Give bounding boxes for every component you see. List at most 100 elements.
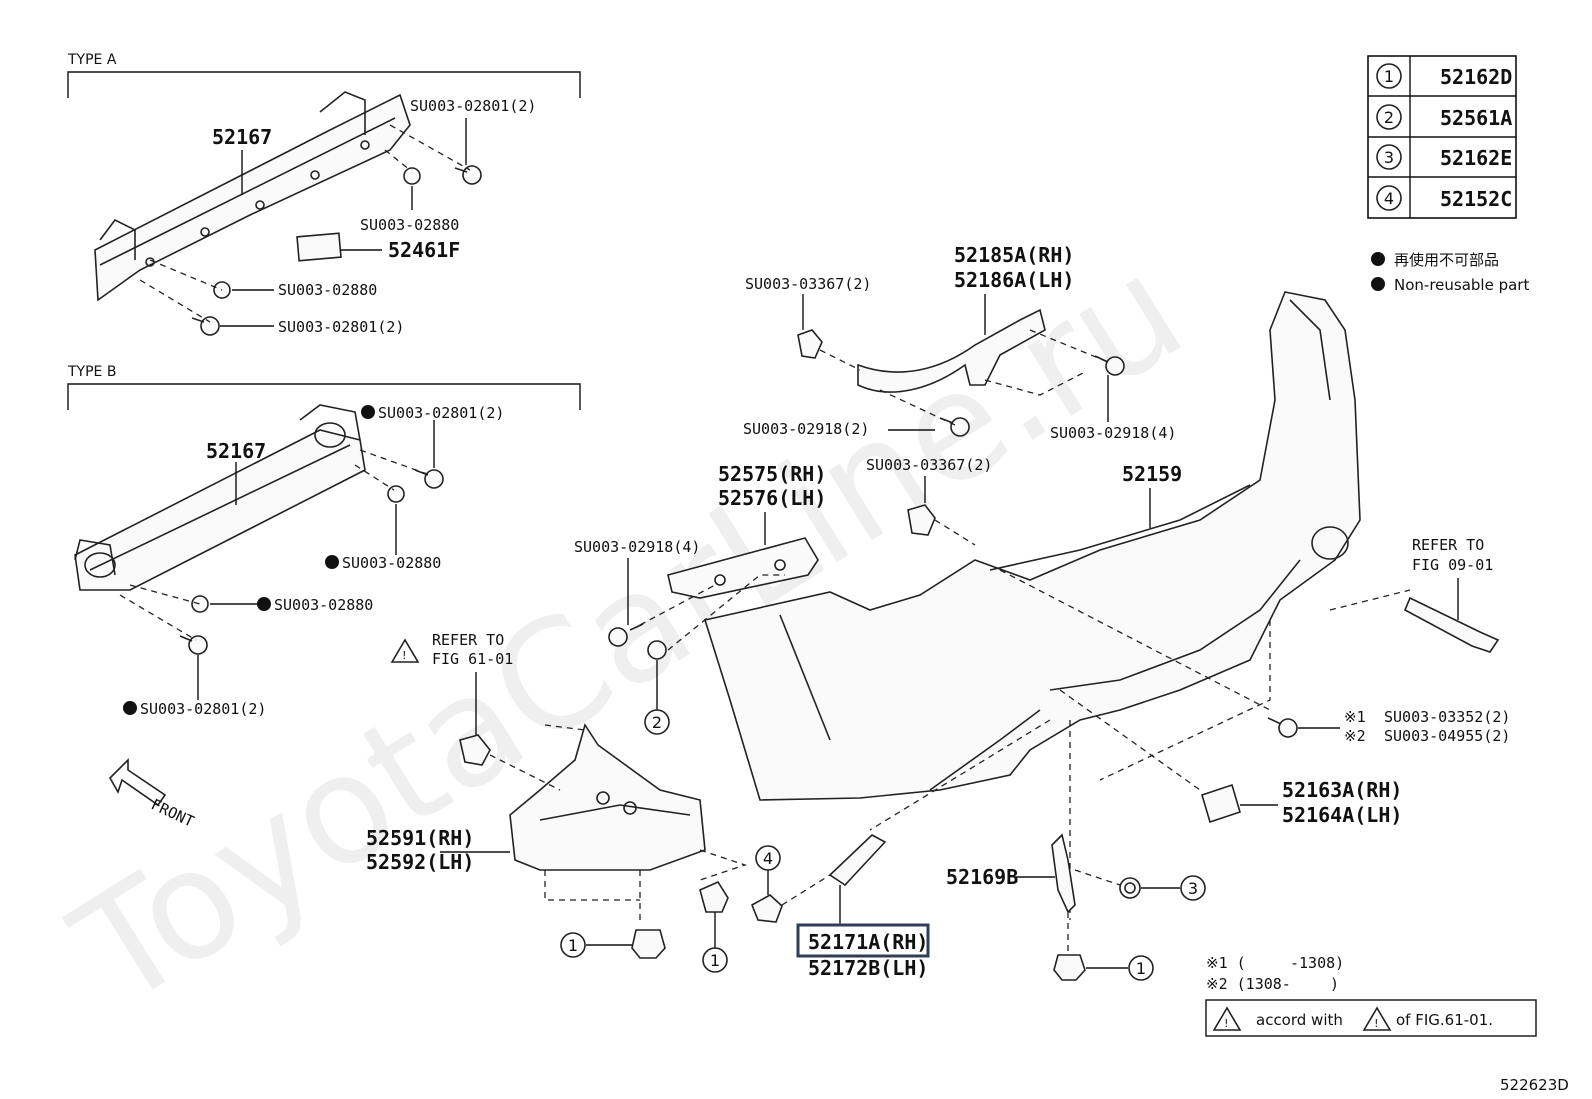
footnote-accord-a: accord with (1256, 1011, 1343, 1029)
type-b-nut-top[interactable] (387, 485, 405, 503)
svg-text:2: 2 (652, 713, 662, 732)
svg-text:!: ! (1373, 1017, 1380, 1030)
type-b-bolt-bottom-label: SU003-02801(2) (140, 700, 266, 718)
clip-4[interactable] (750, 894, 783, 923)
refer-left-2: FIG 61-01 (432, 650, 513, 668)
side-support[interactable] (667, 537, 819, 599)
type-b-bolt-bottom[interactable] (179, 635, 208, 655)
bracket-lh-label: 52186A(LH) (954, 268, 1074, 292)
clip-3[interactable] (1119, 877, 1141, 899)
legend-dot-en (1371, 277, 1385, 291)
code-2: 52561A (1440, 106, 1512, 130)
legend-en: Non-reusable part (1394, 276, 1529, 294)
bolt1-label: SU003-03352(2) (1384, 708, 1510, 726)
screw-bracket-label: SU003-02918(2) (743, 420, 869, 438)
shield-clip[interactable] (459, 734, 491, 766)
svg-text:1: 1 (1384, 67, 1394, 86)
legend: 再使用不可部品 Non-reusable part (1371, 251, 1529, 294)
bolt2-prefix: ※2 (1344, 727, 1366, 745)
upper-bracket[interactable] (857, 308, 1046, 393)
type-a-nut-bottom-label: SU003-02880 (278, 281, 377, 299)
seal-rh-label: 52171A(RH) (808, 930, 928, 954)
svg-text:4: 4 (1384, 189, 1394, 208)
type-a-part-label: 52167 (212, 125, 272, 149)
type-b-bolt-top-label: SU003-02801(2) (378, 404, 504, 422)
type-a-pad-label: 52461F (388, 238, 460, 262)
refer-right-2: FIG 09-01 (1412, 556, 1493, 574)
footnote-1a: ※1 ( (1206, 954, 1246, 972)
type-a-bracket-line (67, 71, 581, 98)
code-row-2: 2 52561A (1376, 104, 1512, 130)
shield-lh-label: 52592(LH) (366, 850, 474, 874)
seal[interactable] (828, 834, 887, 887)
type-b-nut-mid[interactable] (191, 595, 209, 613)
clip-top-label: SU003-03367(2) (745, 275, 871, 293)
svg-text:1: 1 (710, 951, 720, 970)
type-b-nut-top-mark (325, 555, 339, 569)
type-b-bolt-top-mark (361, 405, 375, 419)
svg-text:3: 3 (1188, 879, 1198, 898)
clip-mid[interactable] (907, 504, 936, 536)
callout-2-retainer: 2 (644, 709, 670, 735)
support-screw-label: SU003-02918(4) (574, 538, 700, 556)
type-b-bolt-top[interactable] (414, 469, 444, 489)
clip-mid-label: SU003-03367(2) (866, 456, 992, 474)
clip-top[interactable] (797, 329, 823, 359)
type-a-group: TYPE A 52167 (67, 52, 581, 336)
shield-rh-label: 52591(RH) (366, 826, 474, 850)
callout-1-a: 1 (560, 932, 586, 958)
callout-4: 4 (755, 845, 781, 871)
type-b-nut-mid-mark (257, 597, 271, 611)
svg-text:4: 4 (763, 849, 773, 868)
seal-highlight (796, 923, 930, 958)
type-a-nut-top[interactable] (403, 167, 421, 185)
figure-id: 522623D (1500, 1076, 1569, 1094)
code-table: 1 52162D 2 52561A 3 52162E 4 52152C (1367, 55, 1517, 219)
rear-bolt[interactable] (1403, 596, 1500, 653)
svg-text:2: 2 (1384, 108, 1394, 127)
svg-text:1: 1 (1136, 959, 1146, 978)
type-a-pad[interactable] (296, 232, 342, 262)
type-a-bolt-bottom[interactable] (191, 316, 220, 336)
bottom-clip-c[interactable] (1053, 954, 1086, 981)
support-rh-label: 52575(RH) (718, 462, 826, 486)
type-a-bolt-top-label: SU003-02801(2) (410, 97, 536, 115)
retainer-2[interactable] (647, 640, 667, 660)
stay-label: 52169B (946, 865, 1018, 889)
footnote: ※1 ( -1308) ※2 (1308- ) ! accord with ! … (1205, 954, 1537, 1037)
type-a-beam[interactable] (94, 91, 411, 302)
support-lh-label: 52576(LH) (718, 486, 826, 510)
side-bolt[interactable] (1267, 717, 1298, 738)
stay[interactable] (1051, 833, 1076, 914)
type-b-nut-mid-label: SU003-02880 (274, 596, 373, 614)
code-3: 52162E (1440, 146, 1512, 170)
svg-text:!: ! (401, 649, 408, 662)
code-row-4: 4 52152C (1376, 185, 1512, 211)
callout-3: 3 (1180, 875, 1206, 901)
front-arrow: FRONT (109, 758, 197, 831)
bolt2-label: SU003-04955(2) (1384, 727, 1510, 745)
code-row-1: 1 52162D (1376, 63, 1512, 89)
type-a-label: TYPE A (67, 52, 117, 68)
type-b-beam[interactable] (74, 404, 366, 591)
refer-right-1: REFER TO (1412, 536, 1484, 554)
callout-1-b: 1 (702, 947, 728, 973)
cover-label: 52159 (1122, 462, 1182, 486)
refer-left: ! REFER TO FIG 61-01 (390, 631, 513, 668)
reflector-pad[interactable] (1201, 783, 1241, 824)
screw-right-label: SU003-02918(4) (1050, 424, 1176, 442)
type-b-bolt-bottom-mark (123, 701, 137, 715)
svg-text:!: ! (1223, 1017, 1230, 1030)
bottom-clip-a[interactable] (631, 929, 666, 959)
bumper-cover[interactable] (703, 291, 1361, 801)
type-a-bolt-top[interactable] (454, 165, 482, 185)
bolt1-prefix: ※1 (1344, 708, 1366, 726)
svg-text:1: 1 (568, 936, 578, 955)
pad-lh-label: 52164A(LH) (1282, 803, 1402, 827)
mud-shield[interactable] (509, 723, 706, 871)
footnote-2a: ※2 (1308- (1206, 975, 1291, 993)
type-a-nut-top-label: SU003-02880 (360, 216, 459, 234)
bottom-clip-b[interactable] (699, 880, 729, 913)
bracket-rh-label: 52185A(RH) (954, 243, 1074, 267)
